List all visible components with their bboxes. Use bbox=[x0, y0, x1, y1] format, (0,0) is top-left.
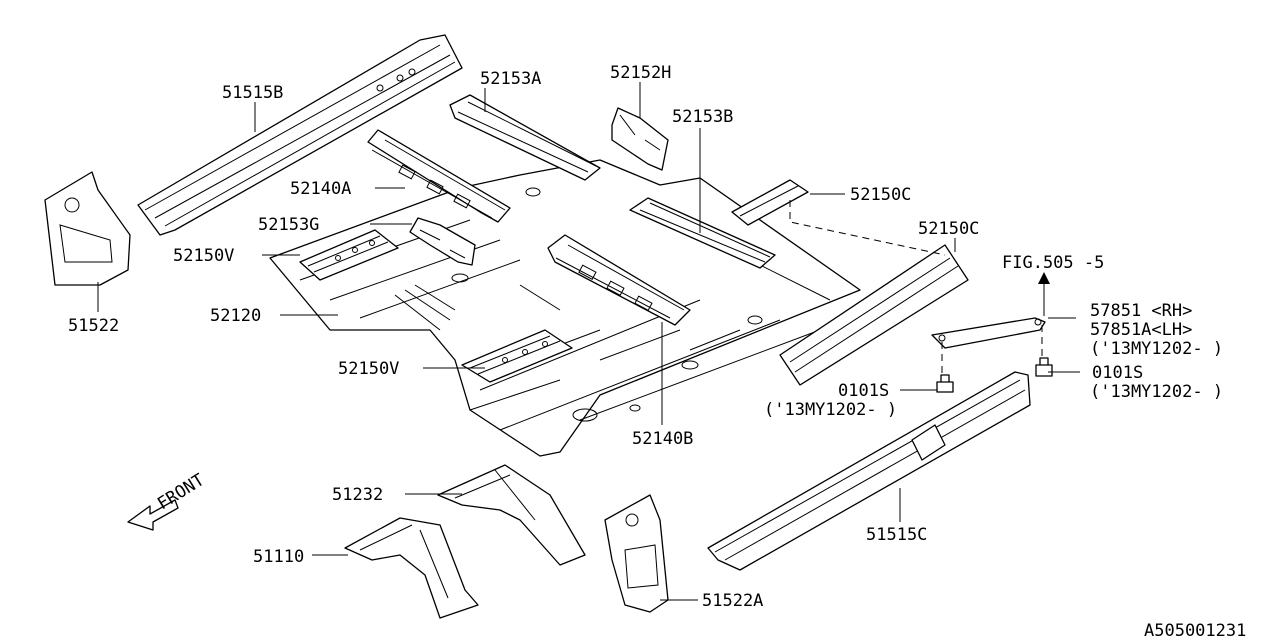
label-note-13MY1202-top: ('13MY1202- ) bbox=[1090, 339, 1223, 359]
label-51515B: 51515B bbox=[222, 83, 283, 103]
label-front: FRONT bbox=[154, 470, 208, 514]
bolt-0101S-right bbox=[1035, 357, 1053, 377]
label-52152H: 52152H bbox=[610, 63, 671, 83]
label-note-13MY1202-right: ('13MY1202- ) bbox=[1090, 382, 1223, 402]
label-57851A-lh: 57851A<LH> bbox=[1090, 320, 1192, 340]
side-sill-51515C bbox=[707, 371, 1031, 571]
wheel-house-51110 bbox=[344, 517, 479, 619]
label-52140A: 52140A bbox=[290, 179, 351, 199]
label-0101S-right: 0101S bbox=[1092, 363, 1143, 383]
label-52153B: 52153B bbox=[672, 107, 733, 127]
cross-member-52150V-lower bbox=[461, 329, 573, 383]
bracket-52152H bbox=[611, 107, 669, 171]
label-note-13MY1202-left: ('13MY1202- ) bbox=[764, 400, 897, 420]
pillar-51522 bbox=[44, 171, 131, 286]
label-51110: 51110 bbox=[253, 547, 304, 567]
label-52150C-upper: 52150C bbox=[850, 185, 911, 205]
bracket-57851 bbox=[931, 317, 1046, 349]
label-fig-505-5: FIG.505 -5 bbox=[1002, 253, 1104, 273]
bracket-52153A bbox=[449, 94, 601, 181]
cross-member-52150C-lower bbox=[779, 244, 969, 386]
label-52153G: 52153G bbox=[258, 215, 319, 235]
label-51522: 51522 bbox=[68, 316, 119, 336]
bracket-52153B bbox=[629, 197, 776, 269]
label-52150V-lower: 52150V bbox=[338, 359, 399, 379]
rail-52140A bbox=[367, 129, 511, 223]
label-52150V-upper: 52150V bbox=[173, 246, 234, 266]
cross-member-52150V-upper bbox=[299, 229, 399, 281]
label-51515C: 51515C bbox=[866, 525, 927, 545]
leader-lines bbox=[97, 82, 1080, 601]
label-51522A: 51522A bbox=[702, 591, 763, 611]
rail-52140B bbox=[547, 234, 691, 326]
side-sill-51515B bbox=[137, 34, 463, 236]
label-52150C-lower: 52150C bbox=[918, 219, 979, 239]
bolt-0101S-left bbox=[936, 374, 954, 393]
label-51232: 51232 bbox=[332, 485, 383, 505]
fig-arrow bbox=[1038, 272, 1050, 312]
cross-member-52150C-upper bbox=[731, 179, 809, 226]
label-52153A: 52153A bbox=[480, 69, 541, 89]
callout-labels: 51515B 52153A 52152H 52153B 52140A 52150… bbox=[68, 63, 1246, 640]
front-arrow bbox=[127, 499, 179, 531]
label-52140B: 52140B bbox=[632, 429, 693, 449]
wheel-house-51232 bbox=[437, 464, 586, 566]
pillar-51522A bbox=[604, 494, 669, 613]
label-57851-rh: 57851 <RH> bbox=[1090, 301, 1192, 321]
label-diagram-code: A505001231 bbox=[1144, 621, 1246, 640]
bracket-52153G bbox=[409, 217, 476, 266]
label-0101S-left: 0101S bbox=[838, 381, 889, 401]
label-52120: 52120 bbox=[210, 306, 261, 326]
